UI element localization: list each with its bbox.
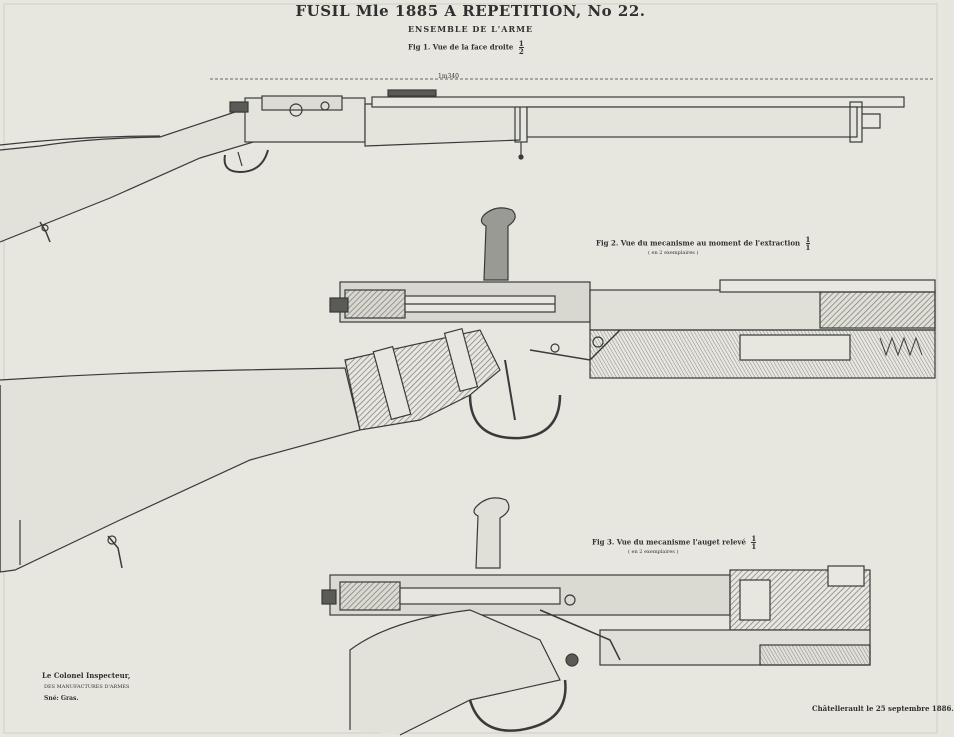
fig3-subcaption: ( en 2 exemplaires )	[628, 549, 679, 555]
drawing-subtitle: ENSEMBLE DE L'ARME	[407, 24, 534, 34]
fig1-scale-num: 1	[518, 39, 524, 48]
signature-title: Le Colonel Inspecteur,	[42, 671, 131, 680]
fig3-scale: 1 1	[751, 534, 757, 551]
signature-department: DES MANUFACTURES D'ARMES	[44, 684, 130, 690]
signature-name: Sné: Gras.	[44, 695, 79, 702]
fig3-caption: Fig 3. Vue du mecanisme l'auget relevé 1…	[592, 534, 757, 551]
fig2-scale-num: 1	[805, 235, 811, 244]
overall-length-dimension: 1m340	[438, 73, 459, 80]
fig1-caption-text: Fig 1. Vue de la face droite	[408, 42, 514, 52]
fig1-scale-den: 2	[518, 47, 524, 56]
fig1-caption: Fig 1. Vue de la face droite 1 2	[408, 40, 524, 55]
fig3-scale-num: 1	[751, 534, 757, 543]
fig2-subcaption: ( en 2 exemplaires )	[648, 250, 699, 256]
fig2-scale: 1 1	[805, 235, 811, 252]
fig2-caption-text: Fig 2. Vue du mecanisme au moment de l'e…	[596, 238, 801, 248]
date-line: Châtellerault le 25 septembre 1886.	[812, 704, 954, 713]
fig2-scale-den: 1	[805, 243, 811, 252]
fig3-scale-den: 1	[751, 542, 757, 551]
fig3-mechanism-carrier-raised	[321, 497, 871, 736]
fig2-caption: Fig 2. Vue du mecanisme au moment de l'e…	[596, 235, 811, 252]
fig1-rifle-side-view	[0, 78, 935, 243]
fig1-scale: 1 2	[518, 39, 524, 56]
fig2-mechanism-extraction	[0, 207, 936, 573]
drawing-title: FUSIL Mle 1885 A REPETITION, No 22.	[295, 2, 646, 20]
fig3-caption-text: Fig 3. Vue du mecanisme l'auget relevé	[592, 537, 746, 547]
